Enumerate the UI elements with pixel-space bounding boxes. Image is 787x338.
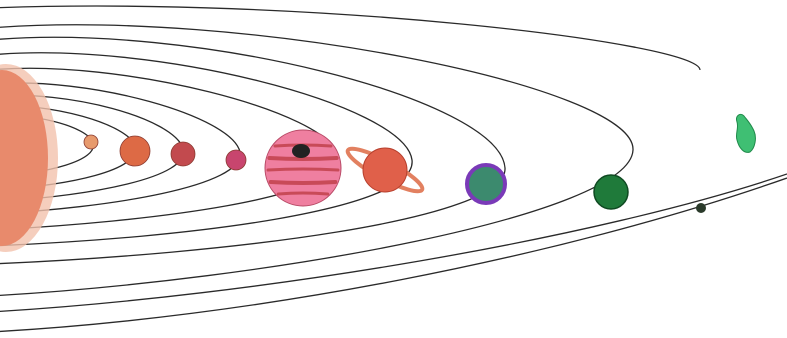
- earth-body: [171, 142, 195, 166]
- uranus-body: [467, 165, 505, 203]
- jupiter-planet: [265, 130, 341, 206]
- venus-planet: [120, 136, 150, 166]
- pluto-planet: [696, 203, 706, 213]
- jupiter-spot: [292, 144, 310, 158]
- jupiter-band: [278, 193, 327, 194]
- neptune-body: [594, 175, 628, 209]
- earth-planet: [171, 142, 195, 166]
- pluto-body: [696, 203, 706, 213]
- mars-body: [226, 150, 246, 170]
- mercury-planet: [84, 135, 98, 149]
- mars-planet: [226, 150, 246, 170]
- neptune-planet: [594, 175, 628, 209]
- venus-body: [120, 136, 150, 166]
- saturn-body: [363, 148, 407, 192]
- mercury-body: [84, 135, 98, 149]
- uranus-planet: [467, 165, 505, 203]
- jupiter-band: [269, 158, 336, 159]
- jupiter-band: [268, 169, 338, 170]
- jupiter-band: [271, 182, 336, 183]
